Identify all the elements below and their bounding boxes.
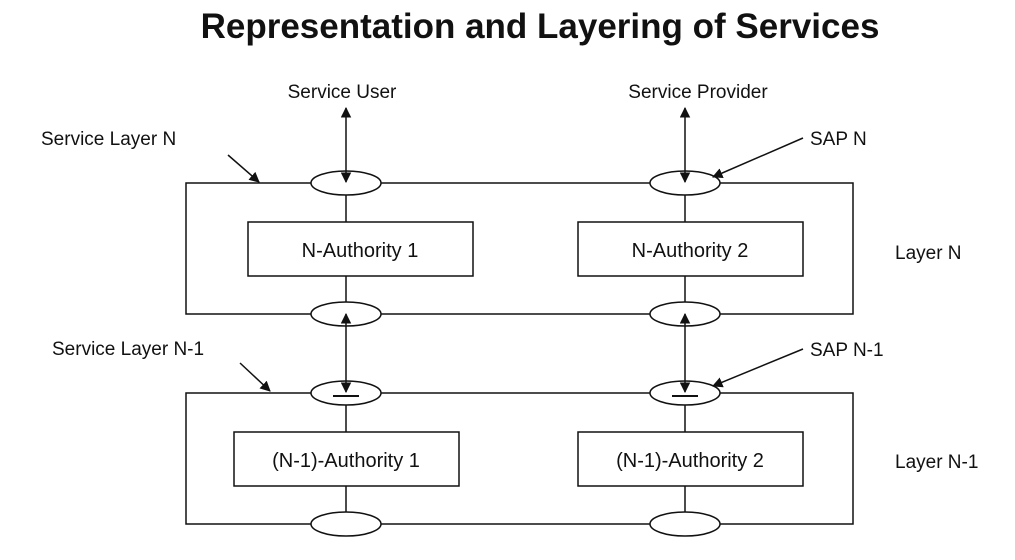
service-layer-n-pointer bbox=[227, 154, 260, 183]
n1-authority-2-box bbox=[577, 431, 804, 487]
diagram-title: Representation and Layering of Services bbox=[201, 7, 880, 46]
n1-authority-2-label: (N-1)-Authority 2 bbox=[616, 450, 764, 472]
sap-n1-pointer bbox=[712, 348, 804, 388]
layer-n1-frame bbox=[185, 392, 854, 525]
n1-authority-1-label: (N-1)-Authority 1 bbox=[272, 450, 420, 472]
layer-n1-label: Layer N-1 bbox=[895, 452, 978, 473]
sap-n-pointer bbox=[712, 137, 804, 179]
service-provider-label: Service Provider bbox=[628, 82, 768, 103]
sap-n1-bottom-2 bbox=[649, 511, 721, 537]
n-authority-2-label: N-Authority 2 bbox=[632, 240, 749, 262]
service-layer-n-label: Service Layer N bbox=[41, 129, 176, 150]
service-layer-n1-label: Service Layer N-1 bbox=[52, 339, 204, 360]
layer-n-frame bbox=[185, 182, 854, 315]
n-authority-1-box bbox=[247, 221, 474, 277]
layer-n-label: Layer N bbox=[895, 243, 962, 264]
n1-authority-1-box bbox=[233, 431, 460, 487]
sap-n-label: SAP N bbox=[810, 129, 867, 150]
sap-n1-bottom-1 bbox=[310, 511, 382, 537]
n-authority-2-box bbox=[577, 221, 804, 277]
n-authority-1-label: N-Authority 1 bbox=[302, 240, 419, 262]
service-layer-n1-pointer bbox=[239, 362, 271, 392]
service-user-label: Service User bbox=[288, 82, 397, 103]
sap-n1-label: SAP N-1 bbox=[810, 340, 884, 361]
